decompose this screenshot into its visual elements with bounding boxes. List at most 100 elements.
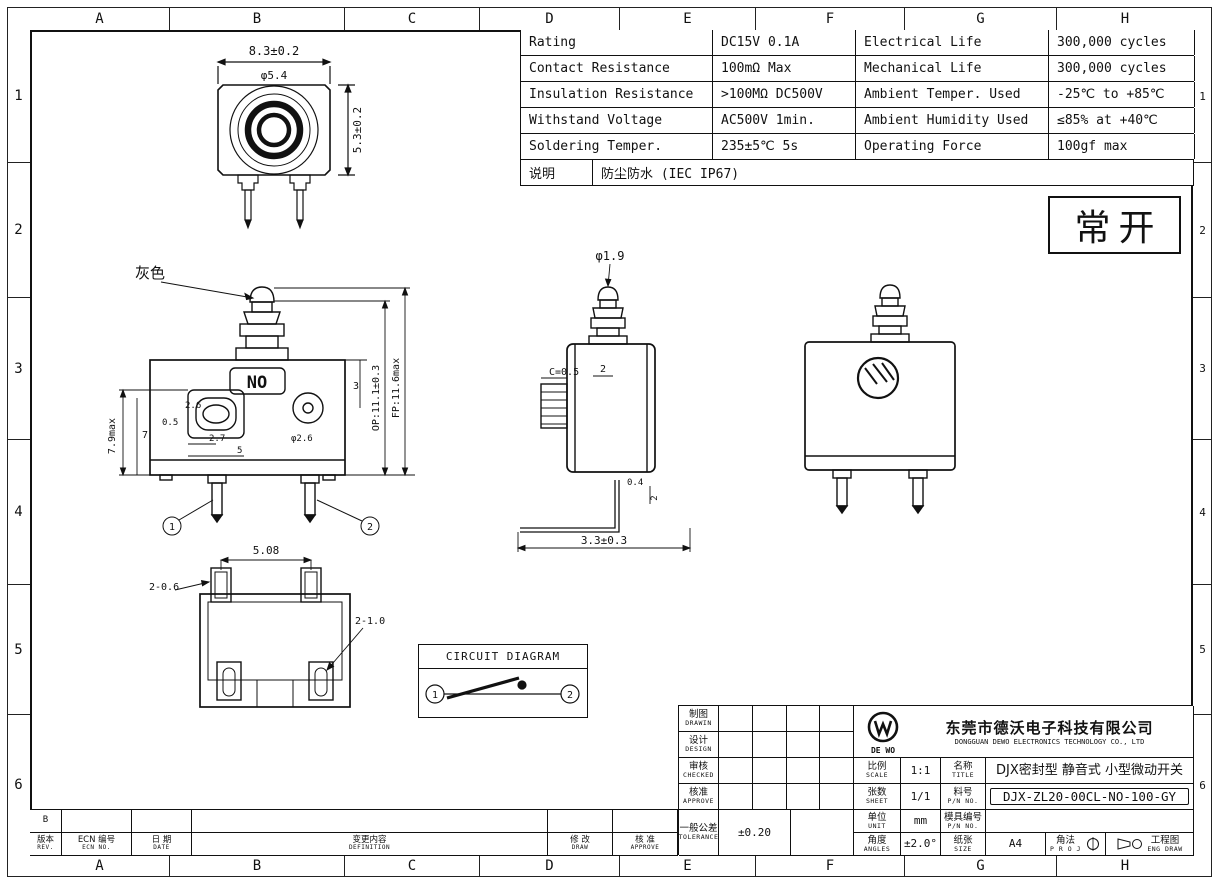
table-row: Soldering Temper. 235±5℃ 5s Operating Fo… — [521, 134, 1195, 160]
dim-side-3-3: 3.3±0.3 — [581, 534, 627, 547]
grid-number: 1 — [1193, 30, 1212, 163]
definition-en: DEFINITION — [348, 844, 391, 852]
spec-value: -25℃ to +85℃ — [1049, 82, 1195, 107]
tb-tolerance-cn: 一般公差 — [679, 823, 718, 835]
tb-proj-cell: 角法 P R O J — [1046, 833, 1106, 856]
dim-front-0-5: 0.5 — [162, 418, 178, 428]
front-left-dims — [119, 388, 244, 477]
tb-size-en: SIZE — [954, 844, 972, 853]
signature-cell — [752, 732, 787, 758]
right-view — [804, 284, 956, 515]
grid-letter: G — [905, 855, 1057, 877]
spec-param: Contact Resistance — [521, 56, 713, 81]
date-en: DATE — [153, 844, 170, 852]
terminal-1-number: 1 — [169, 522, 175, 533]
tb-checked-cn: 审核 — [688, 761, 708, 773]
spec-param: Ambient Temper. Used — [856, 82, 1049, 107]
signature-cell — [786, 784, 821, 810]
circuit-diagram-schematic: 1 2 — [425, 676, 580, 704]
grid-letter: D — [480, 855, 620, 877]
grid-number: 5 — [7, 585, 30, 715]
tb-signature-grid — [719, 706, 854, 810]
date-label: 日 期 DATE — [132, 833, 192, 856]
front-view: 灰色 NO — [107, 264, 415, 536]
projection-cone-icon — [1117, 838, 1143, 850]
spec-value: 235±5℃ 5s — [713, 134, 856, 159]
signature-cell — [752, 758, 787, 784]
spec-note-row: 说明 防尘防水 (IEC IP67) — [521, 160, 1194, 186]
tb-size-value: A4 — [986, 833, 1046, 856]
tb-mold-en: P/N NO. — [947, 821, 979, 830]
signature-cell — [786, 732, 821, 758]
tb-sheet-en: SHEET — [865, 797, 889, 806]
spec-value: 100mΩ Max — [713, 56, 856, 81]
dim-top-height: 5.3±0.2 — [351, 107, 364, 153]
dim-side-dia: φ1.9 — [596, 249, 625, 263]
title-block: 制图 DRAWIN 设计 DESIGN 审核 CHECKED 核准 APPROV… — [678, 705, 1194, 856]
terminal-balloon-1 — [162, 499, 214, 536]
table-row: Contact Resistance 100mΩ Max Mechanical … — [521, 56, 1195, 82]
tb-proj-cn: 角法 — [1055, 834, 1075, 846]
revision-cell — [548, 810, 613, 833]
tb-drawn-en: DRAWIN — [685, 719, 712, 728]
tb-angles-label: 角度 ANGLES — [854, 833, 901, 856]
grid-number: 2 — [7, 163, 30, 298]
tb-angles-en: ANGLES — [863, 844, 891, 853]
tb-pn-en: P/N NO. — [947, 797, 979, 806]
tb-proj-labels: 角法 P R O J — [1050, 834, 1081, 853]
company-name-cn: 东莞市德沃电子科技有限公司 — [945, 719, 1154, 737]
circuit-diagram-title: CIRCUIT DIAGRAM — [419, 645, 587, 669]
top-view-body — [217, 84, 331, 230]
state-badge: 常开 — [1048, 196, 1181, 254]
signature-cell — [752, 784, 787, 810]
side-view: φ1.9 C=0.5 2 0.4 2 — [516, 249, 692, 552]
spec-note-label: 说明 — [521, 160, 593, 185]
tb-unit-value: mm — [901, 810, 941, 833]
dim-bottom-2-1-0: 2-1.0 — [355, 616, 385, 627]
spec-param: Mechanical Life — [856, 56, 1049, 81]
right-view-body — [804, 284, 956, 515]
revision-row-b: B — [30, 810, 62, 833]
approve2-label: 核 准 APPROVE — [613, 833, 678, 856]
bottom-view: 5.08 2-0.6 2-1.0 — [149, 544, 385, 708]
terminal-2-number: 2 — [367, 522, 373, 533]
grid-letter: B — [170, 855, 345, 877]
modify-label: 修 改 DRAW — [548, 833, 613, 856]
tb-angles-cn: 角度 — [867, 834, 887, 846]
tb-scale-value: 1:1 — [901, 758, 941, 784]
grid-letter: E — [620, 855, 756, 877]
tb-title-cn: 名称 — [953, 761, 973, 773]
tb-title-en: TITLE — [951, 771, 975, 780]
revision-cell — [192, 810, 548, 833]
tb-proj-en: P R O J — [1050, 844, 1081, 853]
tb-pn-cn: 料号 — [953, 787, 973, 799]
signature-cell — [719, 784, 753, 810]
dim-front-fp: FP:11.6max — [391, 358, 402, 418]
tb-unit-en: UNIT — [868, 821, 886, 830]
tb-checked-en: CHECKED — [683, 771, 714, 780]
table-row: Insulation Resistance >100MΩ DC500V Ambi… — [521, 82, 1195, 108]
grid-number: 2 — [1193, 163, 1212, 298]
rev-label: 版本 REV. — [30, 833, 62, 856]
signature-cell — [786, 706, 821, 732]
tb-scale-cn: 比例 — [867, 761, 887, 773]
dim-front-5: 5 — [237, 446, 242, 456]
top-view: 8.3±0.2 φ5.4 5.3±0.2 — [216, 44, 364, 230]
spec-table: Rating DC15V 0.1A Electrical Life 300,00… — [520, 30, 1195, 186]
modify-cn: 修 改 — [570, 835, 590, 846]
ecn-label: ECN 编号 ECN NO. — [62, 833, 132, 856]
grid-numbers-right: 1 2 3 4 5 6 — [1193, 30, 1212, 855]
circuit-terminal-2: 2 — [567, 690, 573, 701]
grid-number: 6 — [14, 777, 23, 793]
rev-cn: 版本 — [36, 835, 54, 846]
tb-drawn-label: 制图 DRAWIN — [679, 706, 719, 732]
bottom-view-body — [199, 567, 351, 708]
grid-letters-bottom: A B C D E F G H — [30, 855, 1193, 877]
spec-note-value: 防尘防水 (IEC IP67) — [593, 160, 1194, 185]
tb-eng-cell: 工程图 ENG DRAW — [1106, 833, 1194, 856]
gray-leader-line — [160, 281, 255, 301]
revision-cell — [62, 810, 132, 833]
tb-company-names: 东莞市德沃电子科技有限公司 DONGGUAN DEWO ELECTRONICS … — [912, 717, 1193, 746]
grid-number: 4 — [7, 440, 30, 585]
